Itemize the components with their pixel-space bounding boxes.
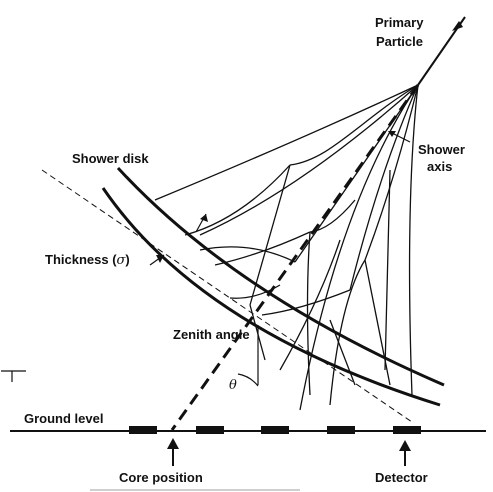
primary-particle-label-line2: Particle xyxy=(376,34,423,49)
core-position-label: Core position xyxy=(119,470,203,485)
detector-block xyxy=(261,426,289,434)
shower-disk-label: Shower disk xyxy=(72,151,149,166)
detector-label: Detector xyxy=(375,470,428,485)
shower-particle-tracks xyxy=(154,84,419,411)
zenith-angle-label: Zenith angle xyxy=(173,327,250,342)
left-tick-mark xyxy=(1,370,26,382)
primary-particle-label-line1: Primary xyxy=(375,15,424,30)
detector-block xyxy=(129,426,157,434)
thickness-indicator xyxy=(149,213,208,266)
detector-block xyxy=(327,426,355,434)
sigma-symbol: σ xyxy=(117,253,127,268)
zenith-angle-arc xyxy=(237,373,259,387)
shower-disk xyxy=(101,166,445,407)
detector-block xyxy=(393,426,421,434)
thickness-label: Thickness (σ) xyxy=(45,252,130,268)
shower-plane-dashed-line xyxy=(41,169,413,423)
primary-direction-arrow xyxy=(452,21,463,31)
shower-axis-label-line1: Shower xyxy=(418,142,465,157)
ground-level-label: Ground level xyxy=(24,411,103,426)
core-position-arrow xyxy=(167,438,179,466)
shower-axis-label-line2: axis xyxy=(427,159,452,174)
detector-array xyxy=(129,426,421,434)
detector-arrow xyxy=(399,440,411,466)
shower-axis-dashed xyxy=(170,84,420,431)
thickness-close-paren: ) xyxy=(125,252,129,267)
thickness-text: Thickness ( xyxy=(45,252,117,267)
detector-block xyxy=(196,426,224,434)
shower-axis-pointer xyxy=(388,131,411,143)
theta-symbol: θ xyxy=(229,378,237,393)
